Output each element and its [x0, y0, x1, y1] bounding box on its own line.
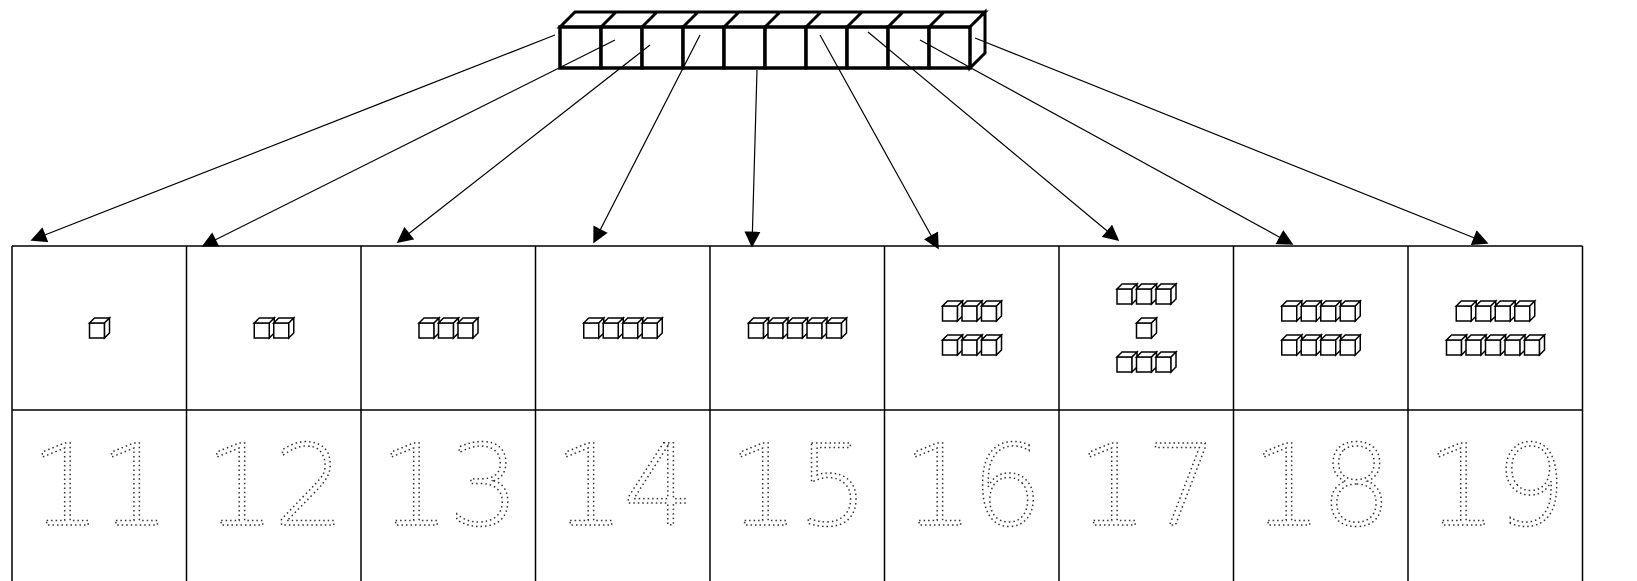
unit-cube: [982, 335, 1002, 355]
rod-cube: [683, 27, 724, 68]
unit-cube: [943, 335, 963, 355]
arrow: [398, 45, 650, 242]
number-17: 17: [1077, 422, 1216, 552]
cube-group-13: [419, 318, 478, 338]
unit-cube: [1117, 352, 1137, 372]
unit-cube: [458, 318, 478, 338]
rod-cube: [888, 27, 929, 68]
cube-group-18: [1282, 301, 1361, 355]
unit-cube: [962, 335, 982, 355]
arrow: [32, 35, 555, 240]
rod-cube: [642, 27, 683, 68]
unit-cube: [1466, 335, 1486, 355]
unit-cube: [768, 318, 788, 338]
arrow: [868, 32, 1118, 240]
unit-cube: [254, 318, 274, 338]
unit-cube: [584, 318, 604, 338]
cube-group-16: [943, 301, 1002, 355]
unit-cube: [1156, 284, 1176, 304]
unit-cube: [1447, 335, 1467, 355]
unit-cube: [1117, 284, 1137, 304]
arrow: [203, 40, 615, 246]
cube-group-11: [90, 318, 110, 338]
unit-cube: [1156, 352, 1176, 372]
unit-cube: [982, 301, 1002, 321]
cube-group-14: [584, 318, 663, 338]
unit-cube: [1505, 335, 1525, 355]
unit-cube: [788, 318, 808, 338]
rod-cube: [560, 27, 601, 68]
unit-cube: [642, 318, 662, 338]
unit-cube: [1456, 301, 1476, 321]
unit-cube: [419, 318, 439, 338]
number-14: 14: [553, 422, 692, 552]
unit-cube: [1476, 301, 1496, 321]
number-18: 18: [1251, 422, 1390, 552]
unit-cube: [274, 318, 294, 338]
unit-cube: [1301, 301, 1321, 321]
unit-cube: [90, 318, 110, 338]
arrow: [752, 70, 757, 246]
unit-cube: [1515, 301, 1535, 321]
unit-cube: [1301, 335, 1321, 355]
unit-cube: [1282, 301, 1302, 321]
unit-cube: [1321, 301, 1341, 321]
unit-cube: [1137, 318, 1157, 338]
unit-cube: [749, 318, 769, 338]
number-15: 15: [728, 422, 867, 552]
cube-groups: [90, 284, 1545, 372]
unit-cube: [1525, 335, 1545, 355]
rod-cube: [847, 27, 888, 68]
rod-cube: [765, 27, 806, 68]
arrow: [975, 38, 1487, 243]
rod-cube: [601, 27, 642, 68]
number-11: 11: [30, 422, 169, 552]
cube-group-17: [1117, 284, 1176, 372]
unit-cube: [962, 301, 982, 321]
unit-cube: [1495, 301, 1515, 321]
unit-cube: [1321, 335, 1341, 355]
unit-cube: [1340, 301, 1360, 321]
number-16: 16: [902, 422, 1041, 552]
unit-cube: [439, 318, 459, 338]
rod-cube: [929, 27, 970, 68]
unit-cube: [603, 318, 623, 338]
cube-group-12: [254, 318, 294, 338]
unit-cube: [1137, 352, 1157, 372]
cube-group-15: [749, 318, 847, 338]
ten-cube-rod: [560, 12, 985, 68]
number-19: 19: [1426, 422, 1565, 552]
unit-cube: [1340, 335, 1360, 355]
rod-cube: [724, 27, 765, 68]
unit-cube: [623, 318, 643, 338]
number-13: 13: [379, 422, 518, 552]
unit-cube: [1486, 335, 1506, 355]
unit-cube: [827, 318, 847, 338]
cube-group-19: [1447, 301, 1545, 355]
unit-cube: [807, 318, 827, 338]
unit-cube: [1137, 284, 1157, 304]
traced-numbers: 11 12 13 14 15 16 17 18 19: [30, 422, 1565, 552]
number-12: 12: [204, 422, 343, 552]
unit-cube: [1282, 335, 1302, 355]
unit-cube: [943, 301, 963, 321]
